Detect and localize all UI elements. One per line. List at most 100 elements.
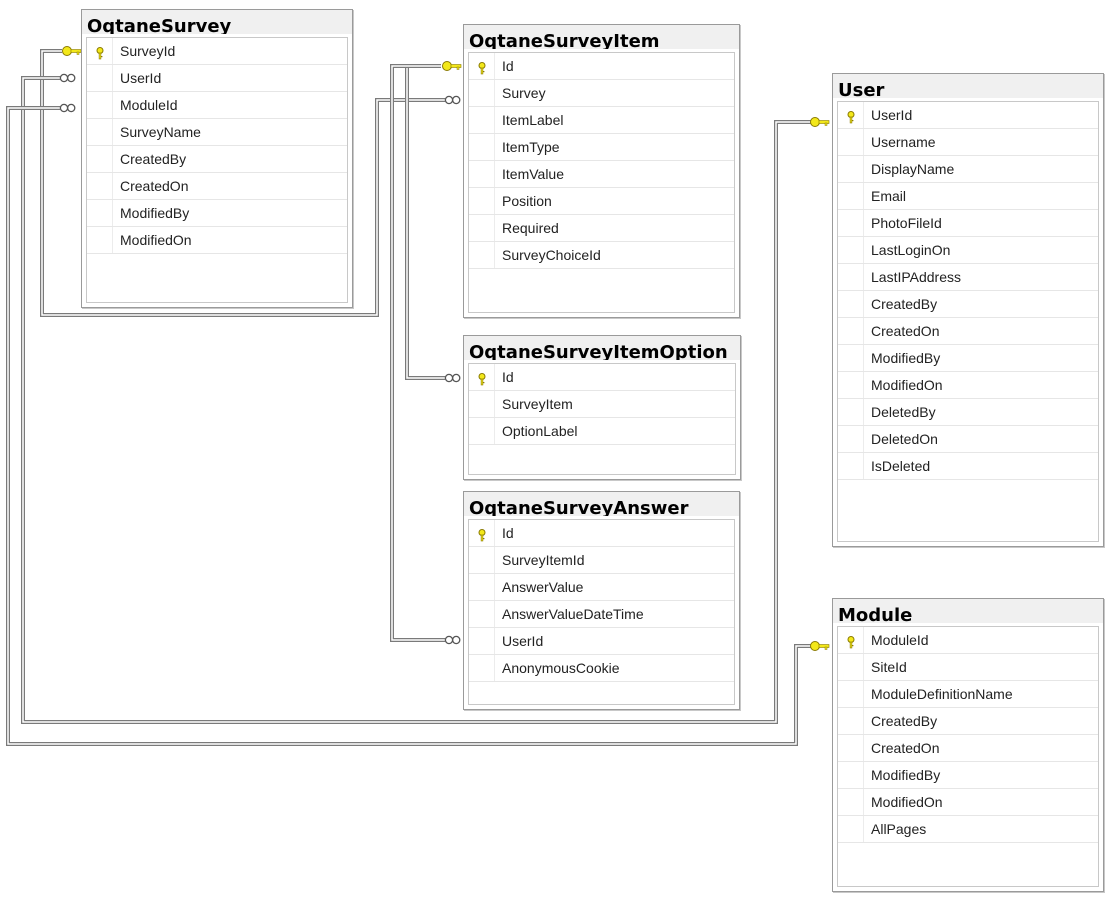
column-row[interactable]: AllPages <box>838 816 1098 843</box>
column-row[interactable]: UserId <box>838 102 1098 129</box>
column-row[interactable]: Required <box>469 215 734 242</box>
column-row[interactable]: ItemValue <box>469 161 734 188</box>
column-name: Required <box>502 220 559 236</box>
key-endpoint-icon <box>62 46 82 56</box>
column-name: ItemLabel <box>502 112 564 128</box>
column-row[interactable]: DeletedOn <box>838 426 1098 453</box>
column-row[interactable]: AnonymousCookie <box>469 655 734 682</box>
column-row[interactable]: UserId <box>469 628 734 655</box>
row-selector <box>469 161 495 187</box>
column-row[interactable]: Id <box>469 364 735 391</box>
column-row[interactable]: CreatedBy <box>838 291 1098 318</box>
column-name: OptionLabel <box>502 423 578 439</box>
column-name: CreatedOn <box>120 178 189 194</box>
column-row[interactable]: ModifiedOn <box>87 227 347 254</box>
column-name: LastIPAddress <box>871 269 962 285</box>
column-row[interactable]: SurveyChoiceId <box>469 242 734 269</box>
row-selector <box>838 345 864 371</box>
column-row[interactable]: CreatedOn <box>838 735 1098 762</box>
column-row[interactable]: DeletedBy <box>838 399 1098 426</box>
column-row[interactable]: CreatedOn <box>838 318 1098 345</box>
primary-key-icon <box>478 60 486 75</box>
column-name: CreatedOn <box>871 740 940 756</box>
row-selector <box>87 146 113 172</box>
column-row[interactable]: ItemType <box>469 134 734 161</box>
column-row[interactable]: AnswerValueDateTime <box>469 601 734 628</box>
row-selector <box>838 735 864 761</box>
column-name: AnonymousCookie <box>502 660 620 676</box>
column-row[interactable]: SurveyName <box>87 119 347 146</box>
column-name: Id <box>502 58 514 74</box>
column-row[interactable]: SurveyItem <box>469 391 735 418</box>
column-name: ModifiedBy <box>120 205 190 221</box>
row-selector <box>838 399 864 425</box>
column-name: ModuleId <box>120 97 178 113</box>
column-name: ModifiedOn <box>871 377 943 393</box>
row-selector <box>469 107 495 133</box>
many-endpoint-icon <box>444 373 461 383</box>
row-selector <box>838 210 864 236</box>
column-row[interactable]: AnswerValue <box>469 574 734 601</box>
column-row[interactable]: ModifiedBy <box>838 762 1098 789</box>
column-row[interactable]: DisplayName <box>838 156 1098 183</box>
column-row[interactable]: ModifiedBy <box>838 345 1098 372</box>
many-endpoint-icon <box>59 103 76 113</box>
column-row[interactable]: SurveyItemId <box>469 547 734 574</box>
column-name: LastLoginOn <box>871 242 951 258</box>
column-row[interactable]: UserId <box>87 65 347 92</box>
column-name: CreatedBy <box>871 296 938 312</box>
primary-key-icon <box>847 634 855 649</box>
column-row[interactable]: ModifiedBy <box>87 200 347 227</box>
column-name: PhotoFileId <box>871 215 942 231</box>
row-selector <box>838 762 864 788</box>
primary-key-icon <box>96 45 104 60</box>
column-row[interactable]: OptionLabel <box>469 418 735 445</box>
column-row[interactable]: Id <box>469 53 734 80</box>
column-row[interactable]: Email <box>838 183 1098 210</box>
column-row[interactable]: IsDeleted <box>838 453 1098 480</box>
many-endpoint-icon <box>444 95 461 105</box>
column-row[interactable]: Username <box>838 129 1098 156</box>
row-selector <box>838 291 864 317</box>
column-row[interactable]: ModuleId <box>838 627 1098 654</box>
column-row[interactable]: ModuleId <box>87 92 347 119</box>
column-row[interactable]: CreatedBy <box>87 146 347 173</box>
column-name: SurveyChoiceId <box>502 247 601 263</box>
table-title: OqtaneSurvey <box>82 10 352 34</box>
column-name: ModifiedOn <box>871 794 943 810</box>
column-row[interactable]: CreatedOn <box>87 173 347 200</box>
column-row[interactable]: LastIPAddress <box>838 264 1098 291</box>
row-selector <box>838 372 864 398</box>
column-name: DeletedOn <box>871 431 938 447</box>
column-row[interactable]: ModifiedOn <box>838 789 1098 816</box>
row-selector <box>838 426 864 452</box>
column-name: ModifiedBy <box>871 767 941 783</box>
row-selector <box>87 92 113 118</box>
column-row[interactable]: LastLoginOn <box>838 237 1098 264</box>
row-selector <box>469 242 495 268</box>
column-row[interactable]: ItemLabel <box>469 107 734 134</box>
column-name: ItemValue <box>502 166 564 182</box>
column-row[interactable]: Id <box>469 520 734 547</box>
column-row[interactable]: ModuleDefinitionName <box>838 681 1098 708</box>
column-row[interactable]: SiteId <box>838 654 1098 681</box>
column-name: CreatedOn <box>871 323 940 339</box>
column-row[interactable]: Survey <box>469 80 734 107</box>
column-row[interactable]: PhotoFileId <box>838 210 1098 237</box>
column-row[interactable]: ModifiedOn <box>838 372 1098 399</box>
column-row[interactable]: Position <box>469 188 734 215</box>
primary-key-icon <box>478 527 486 542</box>
column-row[interactable]: CreatedBy <box>838 708 1098 735</box>
column-row[interactable]: SurveyId <box>87 38 347 65</box>
